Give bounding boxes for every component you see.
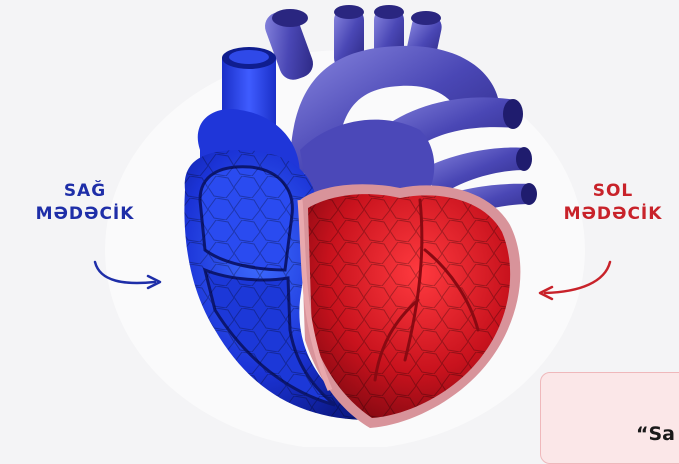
left-label-line2: MƏDƏCİK bbox=[10, 203, 160, 226]
right-ventricle-label: SAĞ MƏDƏCİK bbox=[10, 180, 160, 226]
quote-text: “Sa bbox=[636, 423, 675, 445]
right-label-line2: MƏDƏCİK bbox=[538, 203, 679, 226]
right-label-line1: SOL bbox=[538, 180, 679, 203]
left-label-line1: SAĞ bbox=[10, 180, 160, 203]
left-ventricle-label: SOL MƏDƏCİK bbox=[538, 180, 679, 226]
quote-box: “Sa bbox=[540, 372, 679, 464]
